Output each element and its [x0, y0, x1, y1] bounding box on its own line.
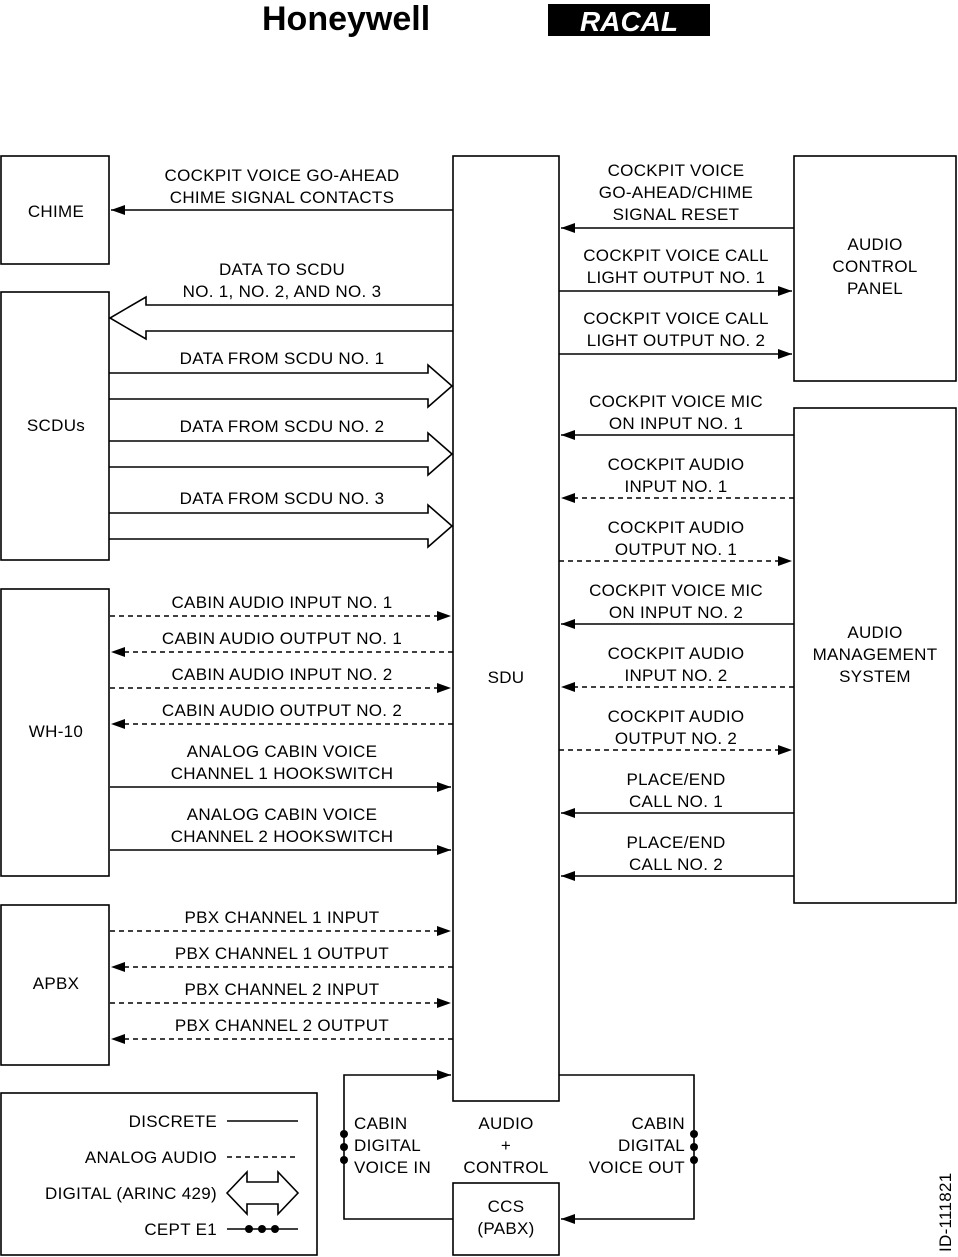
apbx-label: APBX — [33, 974, 80, 993]
mic-2-label-2: ON INPUT NO. 2 — [609, 603, 743, 622]
chime-contacts-label-1: COCKPIT VOICE GO-AHEAD — [165, 166, 400, 185]
mic-1-label-2: ON INPUT NO. 1 — [609, 414, 743, 433]
cabin-digital-voice-out-label-3: VOICE OUT — [589, 1158, 685, 1177]
racal-logo: RACAL — [548, 4, 710, 37]
cockpit-audio-output-1-label-2: OUTPUT NO. 1 — [615, 540, 737, 559]
hookswitch-2-label-2: CHANNEL 2 HOOKSWITCH — [171, 827, 394, 846]
wh10-label: WH-10 — [29, 722, 83, 741]
chime-label: CHIME — [28, 202, 84, 221]
acp-label-1: AUDIO — [847, 235, 902, 254]
hookswitch-1-label-2: CHANNEL 1 HOOKSWITCH — [171, 764, 394, 783]
svg-text:RACAL: RACAL — [580, 6, 678, 37]
figure-id: ID-111821 — [936, 1172, 955, 1252]
data-from-scdu-1-label: DATA FROM SCDU NO. 1 — [180, 349, 385, 368]
cabin-audio-output-1-label: CABIN AUDIO OUTPUT NO. 1 — [162, 629, 402, 648]
cabin-digital-voice-in-label-3: VOICE IN — [354, 1158, 431, 1177]
audio-control-panel-box — [793, 155, 957, 382]
cockpit-audio-output-1-label-1: COCKPIT AUDIO — [608, 518, 745, 537]
cabin-audio-input-2-label: CABIN AUDIO INPUT NO. 2 — [171, 665, 392, 684]
sdu-label: SDU — [488, 668, 525, 687]
cabin-digital-voice-out-label-1: CABIN — [632, 1114, 685, 1133]
ccs-box — [452, 1182, 560, 1256]
mic-2-label-1: COCKPIT VOICE MIC — [589, 581, 763, 600]
ams-label-3: SYSTEM — [839, 667, 911, 686]
place-end-call-1-label-1: PLACE/END — [626, 770, 725, 789]
cockpit-audio-input-2-label-1: COCKPIT AUDIO — [608, 644, 745, 663]
data-from-scdu-3-label: DATA FROM SCDU NO. 3 — [180, 489, 385, 508]
audio-control-label-1: AUDIO — [478, 1114, 533, 1133]
ams-label-2: MANAGEMENT — [813, 645, 938, 664]
cabin-digital-voice-in-label-2: DIGITAL — [354, 1136, 421, 1155]
cockpit-audio-input-1-label-1: COCKPIT AUDIO — [608, 455, 745, 474]
chime-box — [0, 155, 110, 265]
sdu-box — [452, 155, 560, 1102]
data-from-scdu-3-arrow — [109, 503, 454, 549]
call-light-1-label-2: LIGHT OUTPUT NO. 1 — [587, 268, 766, 287]
data-from-scdu-2-arrow — [109, 431, 454, 477]
acp-label-3: PANEL — [847, 279, 903, 298]
call-light-2-label-2: LIGHT OUTPUT NO. 2 — [587, 331, 766, 350]
legend-digital-text: DIGITAL (ARINC 429) — [45, 1184, 217, 1203]
ccs-label-2: (PABX) — [477, 1219, 534, 1238]
pbx-channel-1-output-label: PBX CHANNEL 1 OUTPUT — [175, 944, 389, 963]
cockpit-audio-output-2-label-1: COCKPIT AUDIO — [608, 707, 745, 726]
signal-reset-label-2: GO-AHEAD/CHIME — [599, 183, 753, 202]
wh10-box — [0, 588, 110, 877]
legend-analog-label: ANALOG AUDIO — [85, 1148, 217, 1167]
cabin-audio-input-1-label: CABIN AUDIO INPUT NO. 1 — [171, 593, 392, 612]
audio-control-label-3: CONTROL — [463, 1158, 548, 1177]
chime-contacts-label-2: CHIME SIGNAL CONTACTS — [170, 188, 395, 207]
place-end-call-1-label-2: CALL NO. 1 — [629, 792, 723, 811]
hookswitch-1-label-1: ANALOG CABIN VOICE — [187, 742, 378, 761]
scdus-label: SCDUs — [27, 416, 85, 435]
cept-dots-left — [340, 1130, 348, 1164]
cabin-digital-voice-in-label-1: CABIN — [354, 1114, 407, 1133]
apbx-box — [0, 904, 110, 1066]
call-light-2-label-1: COCKPIT VOICE CALL — [583, 309, 769, 328]
pbx-channel-1-input-label: PBX CHANNEL 1 INPUT — [185, 908, 380, 927]
cabin-audio-output-2-label: CABIN AUDIO OUTPUT NO. 2 — [162, 701, 402, 720]
hookswitch-2-label-1: ANALOG CABIN VOICE — [187, 805, 378, 824]
data-from-scdu-1-arrow — [109, 363, 454, 409]
data-from-scdu-2-label: DATA FROM SCDU NO. 2 — [180, 417, 385, 436]
pbx-channel-2-input-label: PBX CHANNEL 2 INPUT — [185, 980, 380, 999]
honeywell-logo: Honeywell — [262, 0, 430, 38]
audio-management-system-box — [793, 407, 957, 904]
cockpit-audio-input-1-label-2: INPUT NO. 1 — [624, 477, 727, 496]
mic-1-label-1: COCKPIT VOICE MIC — [589, 392, 763, 411]
cockpit-audio-output-2-label-2: OUTPUT NO. 2 — [615, 729, 737, 748]
data-to-scdu-label-1: DATA TO SCDU — [219, 260, 345, 279]
legend-discrete-label: DISCRETE — [129, 1112, 217, 1131]
ccs-label-1: CCS — [488, 1197, 525, 1216]
signal-reset-label-3: SIGNAL RESET — [613, 205, 740, 224]
place-end-call-2-label-1: PLACE/END — [626, 833, 725, 852]
legend-digital-arrow — [225, 1170, 300, 1216]
cabin-digital-voice-out-label-2: DIGITAL — [618, 1136, 685, 1155]
legend-cept-dots — [245, 1225, 279, 1233]
cept-dots-right — [690, 1130, 698, 1164]
audio-control-label-2: + — [501, 1136, 511, 1155]
data-to-scdu-label-2: NO. 1, NO. 2, AND NO. 3 — [183, 282, 382, 301]
signal-reset-label-1: COCKPIT VOICE — [608, 161, 745, 180]
acp-label-2: CONTROL — [832, 257, 917, 276]
scdus-box — [0, 291, 110, 561]
data-to-scdu-arrow — [108, 295, 453, 341]
legend-cept-label: CEPT E1 — [144, 1220, 217, 1239]
cockpit-audio-input-2-label-2: INPUT NO. 2 — [624, 666, 727, 685]
pbx-channel-2-output-label: PBX CHANNEL 2 OUTPUT — [175, 1016, 389, 1035]
place-end-call-2-label-2: CALL NO. 2 — [629, 855, 723, 874]
call-light-1-label-1: COCKPIT VOICE CALL — [583, 246, 769, 265]
ams-label-1: AUDIO — [847, 623, 902, 642]
